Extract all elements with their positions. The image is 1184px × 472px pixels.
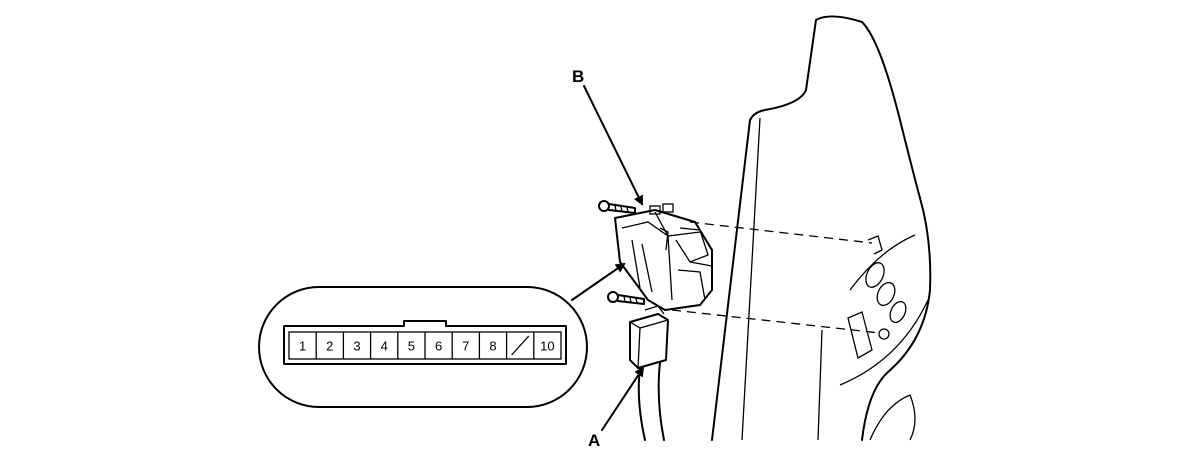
door-trim-panel xyxy=(711,15,932,441)
connector-face-inset: 1 2 3 4 5 6 7 8 10 xyxy=(258,286,588,408)
pin-number-4: 4 xyxy=(381,339,388,354)
pin-number-2: 2 xyxy=(326,339,333,354)
pin-number-5: 5 xyxy=(408,339,415,354)
pin-number-8: 8 xyxy=(489,339,496,354)
harness-connector xyxy=(629,305,669,441)
screw-lower xyxy=(607,291,645,305)
empty-cavity-slash xyxy=(511,335,530,356)
alignment-lines xyxy=(671,221,881,334)
pin-number-6: 6 xyxy=(435,339,442,354)
pin-cells: 1 2 3 4 5 6 7 8 10 xyxy=(299,332,555,359)
switch-assembly xyxy=(614,203,713,311)
pin-number-7: 7 xyxy=(462,339,469,354)
pin-number-10: 10 xyxy=(540,339,554,354)
callout-leaders xyxy=(571,85,645,431)
pin-number-1: 1 xyxy=(299,339,306,354)
screw-upper xyxy=(598,200,636,214)
callout-a-label: A xyxy=(588,431,600,450)
pin-number-3: 3 xyxy=(353,339,360,354)
callout-b-label: B xyxy=(572,67,584,86)
